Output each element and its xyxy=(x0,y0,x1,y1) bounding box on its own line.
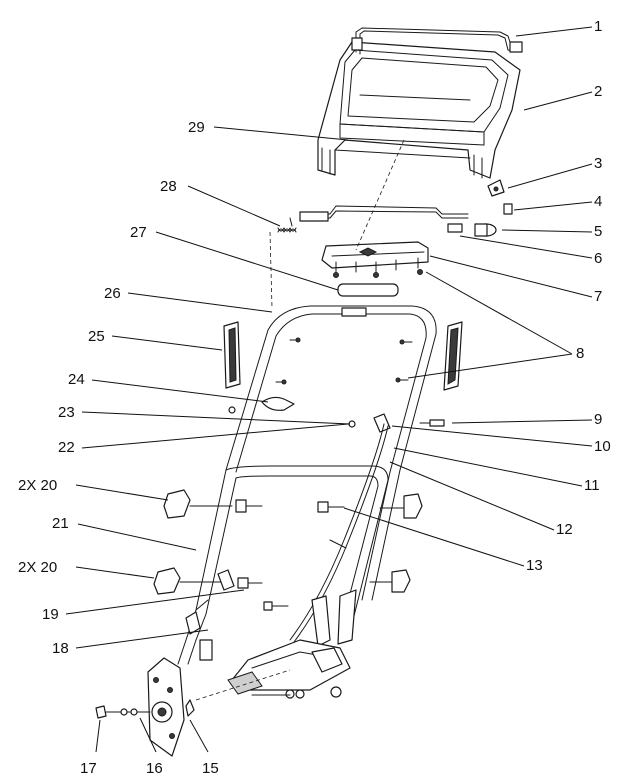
callout-1: 1 xyxy=(594,18,602,35)
leader-24 xyxy=(91,379,269,403)
callout-labels: 1 2 3 4 5 6 7 8 9 10 11 12 13 15 16 17 1… xyxy=(18,18,611,777)
callout-3: 3 xyxy=(594,155,602,172)
callout-24: 24 xyxy=(68,371,85,388)
leader-8a xyxy=(425,271,573,355)
leader-7 xyxy=(429,255,593,298)
callout-20-lower: 2X 20 xyxy=(18,559,57,576)
carriage-bolts xyxy=(217,499,345,611)
leader-19 xyxy=(65,589,245,615)
control-bracket xyxy=(321,241,429,278)
cover-tube xyxy=(337,283,399,297)
small-hardware-right xyxy=(474,179,513,237)
leader-17 xyxy=(95,719,101,753)
leader-8b xyxy=(407,353,573,379)
callout-21: 21 xyxy=(52,515,69,532)
callout-22: 22 xyxy=(58,439,75,456)
leader-22 xyxy=(81,423,349,449)
callout-15: 15 xyxy=(202,760,219,777)
leader-5 xyxy=(501,229,593,233)
callout-6: 6 xyxy=(594,250,602,267)
leader-13 xyxy=(343,507,525,567)
callout-16: 16 xyxy=(146,760,163,777)
callout-5: 5 xyxy=(594,223,602,240)
leader-lines xyxy=(65,26,593,753)
handle-knobs xyxy=(153,489,423,595)
leader-15 xyxy=(189,719,209,753)
callout-18: 18 xyxy=(52,640,69,657)
callout-10: 10 xyxy=(594,438,611,455)
callout-23: 23 xyxy=(58,404,75,421)
leader-29 xyxy=(213,126,349,141)
handle-bolts xyxy=(228,337,445,433)
leader-18 xyxy=(75,629,209,649)
callout-8: 8 xyxy=(576,345,584,362)
leader-9 xyxy=(451,419,593,424)
leader-27 xyxy=(155,231,339,291)
leader-3 xyxy=(507,163,593,189)
callout-13: 13 xyxy=(526,557,543,574)
callout-26: 26 xyxy=(104,285,121,302)
lower-handle xyxy=(185,465,401,641)
leader-21 xyxy=(77,523,197,551)
control-cable xyxy=(289,423,389,643)
upper-control-housing xyxy=(317,41,521,179)
upper-handle xyxy=(225,139,437,473)
leader-23 xyxy=(81,411,351,425)
rear-cover-assembly xyxy=(227,589,357,699)
control-bail-wire xyxy=(299,205,469,233)
leader-16 xyxy=(139,717,157,753)
leader-20a xyxy=(75,484,169,501)
callout-29: 29 xyxy=(188,119,205,136)
callout-25: 25 xyxy=(88,328,105,345)
callout-7: 7 xyxy=(594,288,602,305)
leader-10 xyxy=(391,425,593,447)
callout-2: 2 xyxy=(594,83,602,100)
handle-grips xyxy=(223,321,463,391)
leader-4 xyxy=(513,201,593,211)
leader-1 xyxy=(515,26,593,37)
leader-6 xyxy=(459,235,593,259)
callout-11: 11 xyxy=(584,477,600,494)
callout-27: 27 xyxy=(130,224,147,241)
leader-20b xyxy=(75,566,155,579)
callout-17: 17 xyxy=(80,760,97,777)
leader-2 xyxy=(523,91,593,111)
callout-12: 12 xyxy=(556,521,573,538)
callout-19: 19 xyxy=(42,606,59,623)
spring xyxy=(277,217,297,233)
top-bail-bar xyxy=(351,27,523,55)
callout-28: 28 xyxy=(160,178,177,195)
height-adjuster-plate xyxy=(95,599,291,757)
leader-12 xyxy=(389,461,555,531)
leader-28 xyxy=(187,185,281,227)
callout-20-upper: 2X 20 xyxy=(18,477,57,494)
callout-9: 9 xyxy=(594,411,602,428)
callout-4: 4 xyxy=(594,193,602,210)
leader-11 xyxy=(393,447,583,487)
leader-26 xyxy=(127,292,273,313)
leader-25 xyxy=(111,335,223,351)
